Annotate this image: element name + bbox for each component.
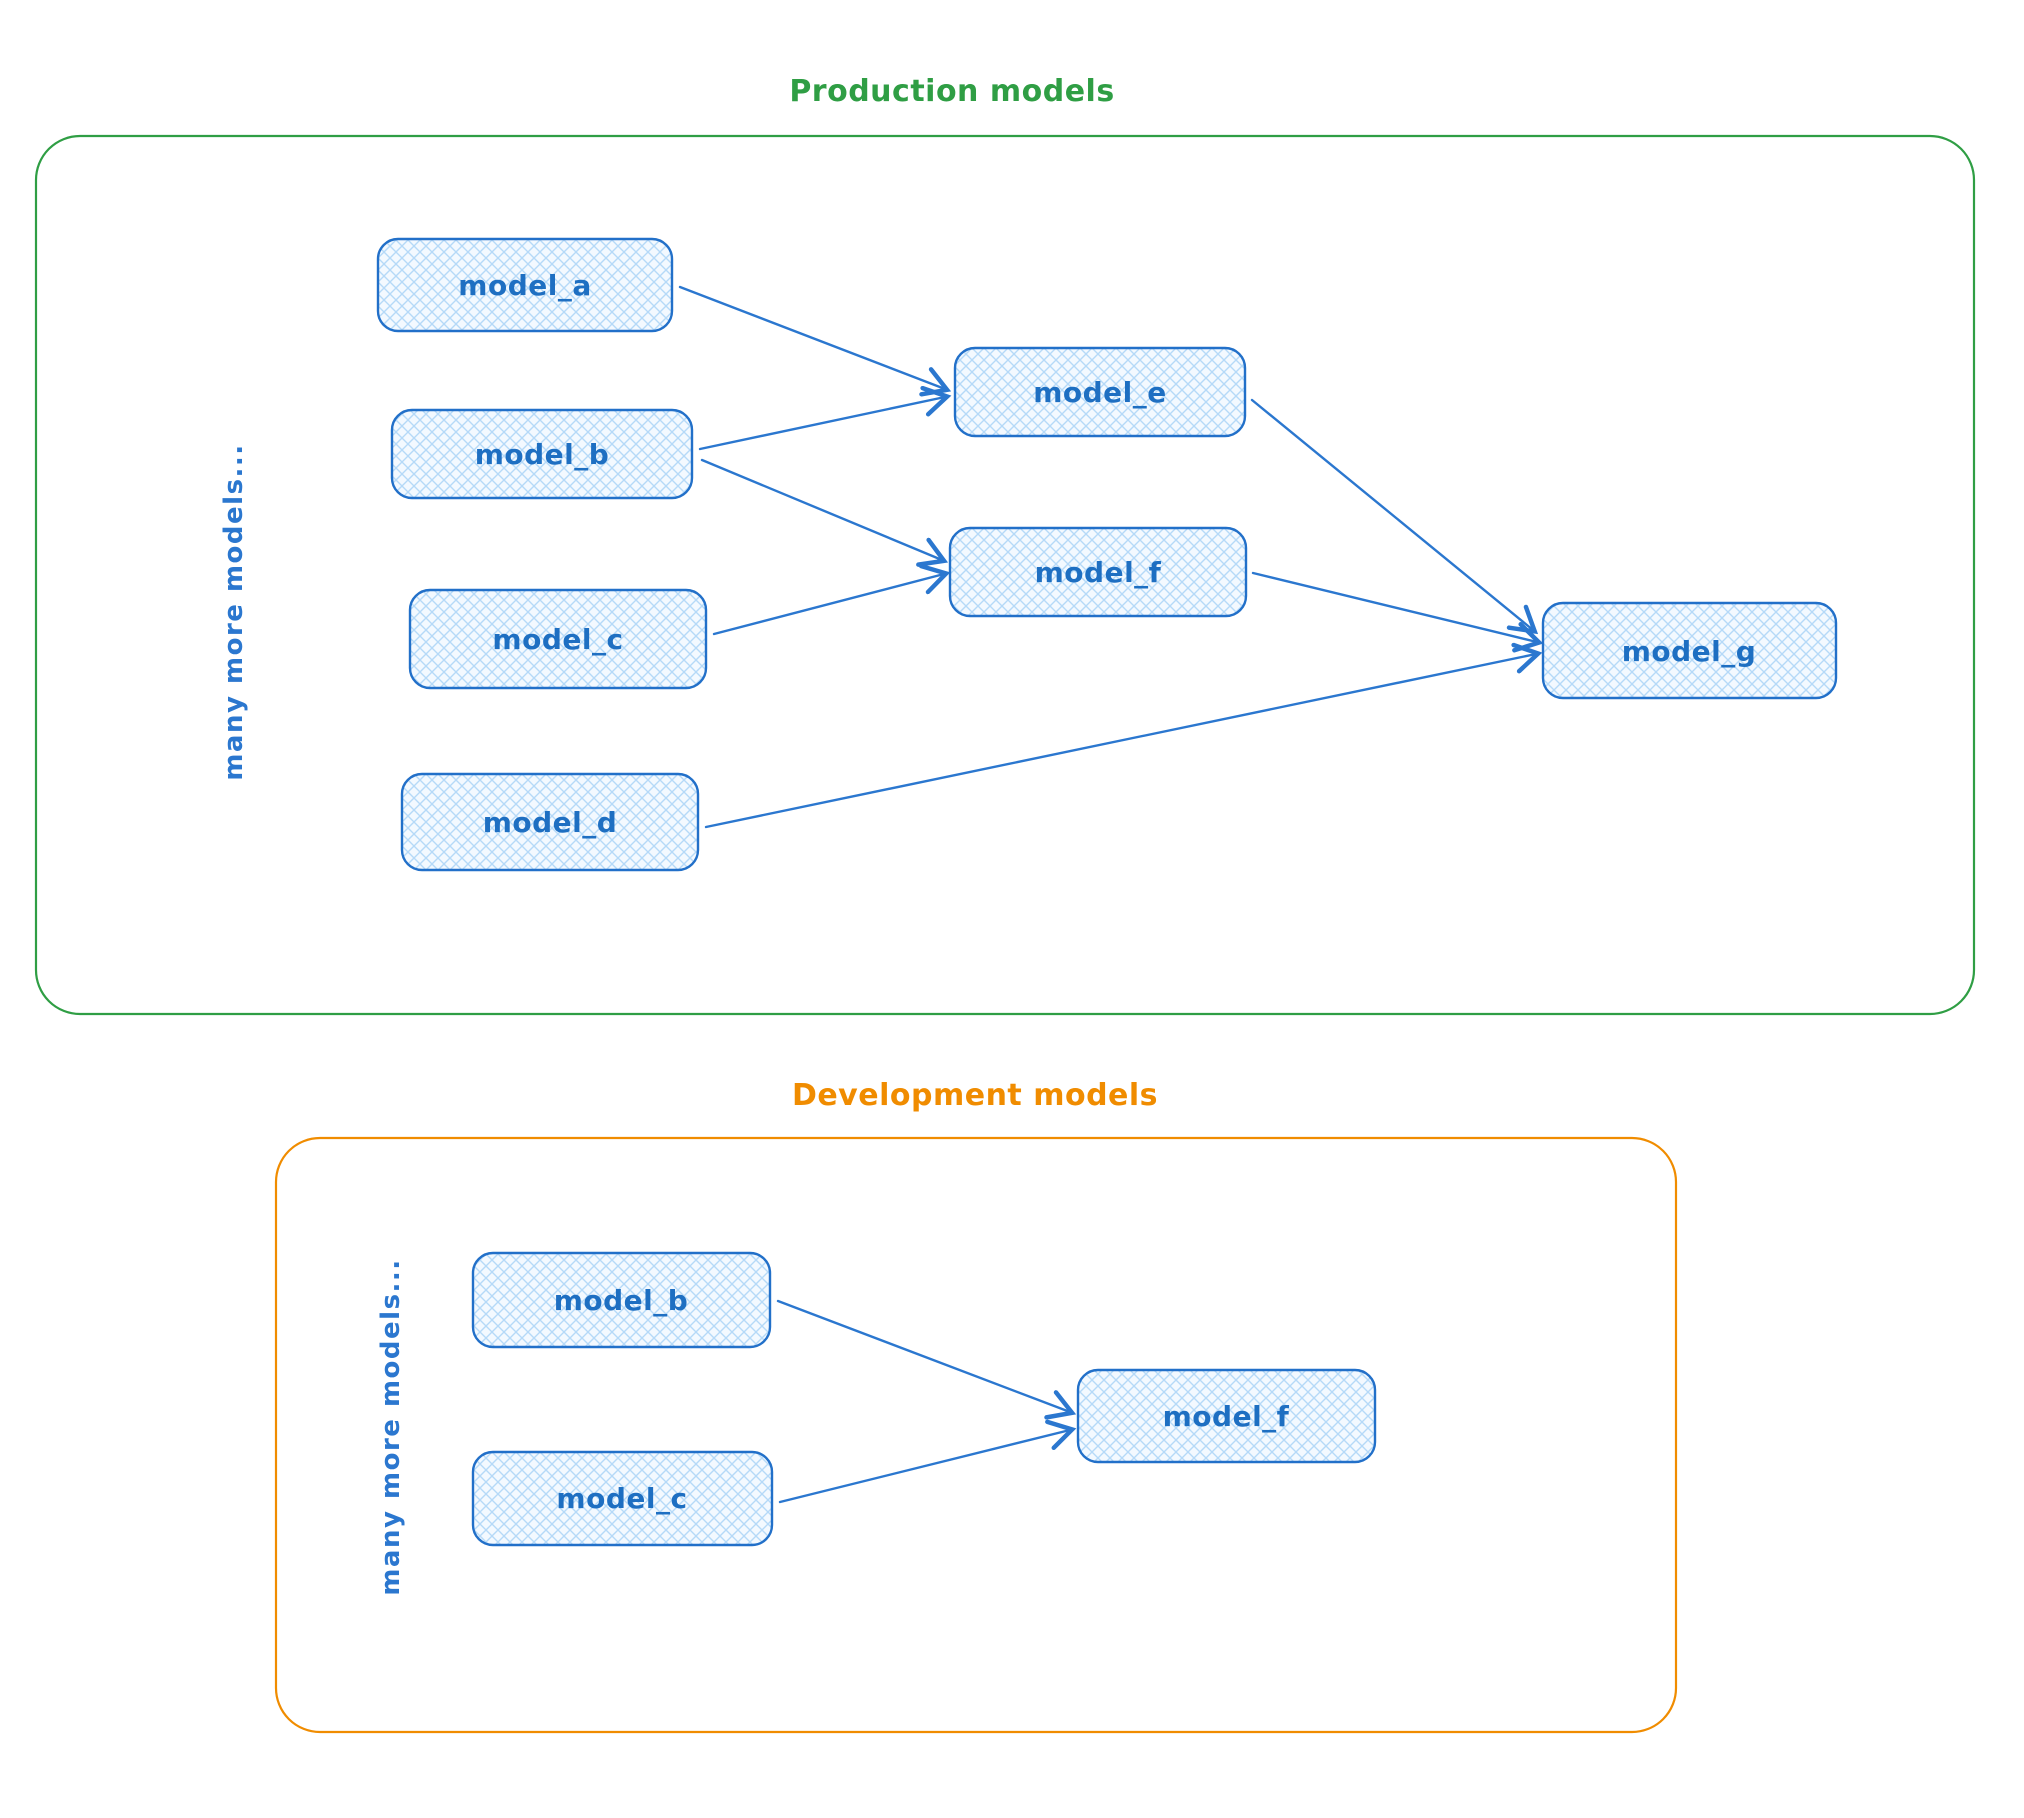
node-model_c: model_c [408, 588, 708, 690]
node-label: model_a [458, 269, 591, 302]
node-box [376, 237, 674, 333]
edge-model_b-model_f [700, 458, 949, 567]
node-dev-model_b: model_b [471, 1251, 772, 1349]
edge-model_f-model_g [1251, 571, 1544, 653]
edge-model_c-model_f [712, 563, 951, 636]
node-box [1076, 1368, 1377, 1464]
production-container [34, 134, 1976, 1016]
node-model_a: model_a [376, 237, 674, 333]
edge-model_b-model_e [698, 385, 952, 451]
node-label: model_b [554, 1284, 689, 1317]
node-model_b: model_b [390, 408, 694, 500]
node-model_g: model_g [1541, 601, 1838, 700]
node-label: model_e [1033, 376, 1167, 409]
node-model_e: model_e [953, 346, 1247, 438]
node-box [471, 1450, 774, 1547]
development-side-label: many more models... [376, 1258, 406, 1595]
edge-dev-model_b-model_f [776, 1299, 1077, 1420]
node-model_f: model_f [948, 526, 1248, 618]
node-label: model_f [1163, 1400, 1290, 1433]
node-label: model_d [483, 806, 618, 839]
edge-dev-model_c-model_f [778, 1419, 1077, 1504]
node-box [948, 526, 1248, 618]
node-box [408, 588, 708, 690]
node-box [471, 1251, 772, 1349]
edge-model_d-model_g [704, 642, 1543, 829]
node-box [390, 408, 694, 500]
node-model_d: model_d [400, 772, 700, 872]
node-label: model_f [1035, 556, 1162, 589]
node-label: model_b [475, 438, 610, 471]
node-label: model_g [1622, 635, 1757, 668]
node-label: model_c [492, 623, 623, 656]
node-label: model_c [556, 1482, 687, 1515]
development-container [274, 1136, 1678, 1734]
node-box [1541, 601, 1838, 700]
production-side-label: many more models... [219, 443, 249, 780]
node-dev-model_c: model_c [471, 1450, 774, 1547]
development-title: Development models [792, 1078, 1158, 1113]
edge-model_e-model_g [1250, 398, 1539, 635]
node-box [400, 772, 700, 872]
production-title: Production models [789, 74, 1114, 109]
node-dev-model_f: model_f [1076, 1368, 1377, 1464]
edge-model_a-model_e [678, 285, 952, 397]
node-box [953, 346, 1247, 438]
